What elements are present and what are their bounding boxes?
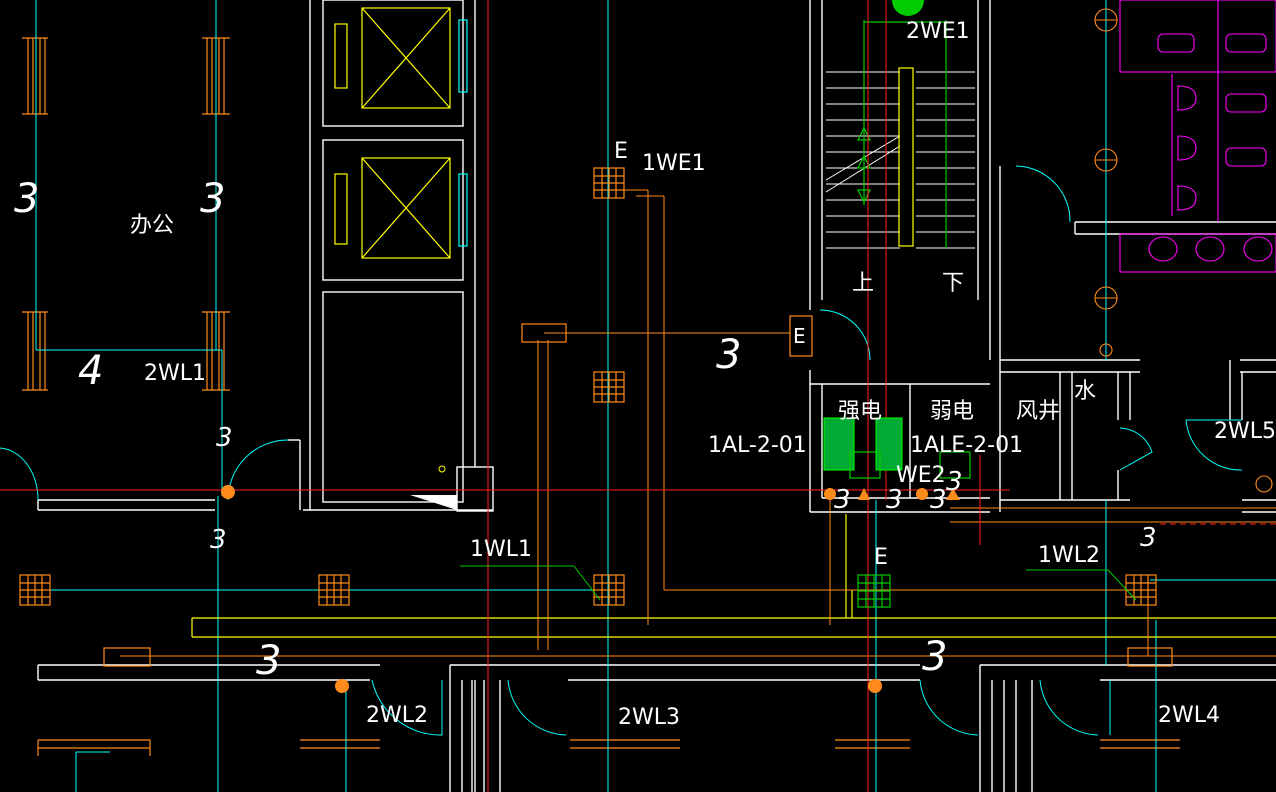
elevator-doors (458, 19, 468, 247)
junction-dot (335, 679, 349, 693)
elevator-shaft-3 (322, 291, 464, 503)
circuit-label-2wl4: 2WL4 (1158, 703, 1220, 728)
handwritten-annotation: 3 (922, 634, 947, 680)
exit-sign-box (789, 315, 813, 357)
handwritten-annotation: 3 (886, 485, 903, 515)
circuit-label-2wl3: 2WL3 (618, 705, 680, 730)
room-label-water: 水 (1074, 379, 1096, 404)
light-fixture (318, 574, 350, 606)
junction-dot (824, 488, 836, 500)
junction-triangle (858, 488, 870, 500)
elevator-cabins (334, 7, 451, 259)
distribution-panels (823, 417, 971, 479)
room-label-weak-elec: 弱电 (930, 399, 974, 424)
toilet-fixtures (1119, 0, 1276, 273)
stair-handrail (898, 67, 914, 247)
handwritten-annotation: 3 (1140, 523, 1157, 553)
riser-symbol (892, 0, 924, 16)
panel-label-1ale: 1ALE-2-01 (910, 433, 1023, 458)
light-fixture (593, 371, 625, 403)
handwritten-annotation: 3 (716, 332, 741, 378)
circuit-label-2wl1: 2WL1 (144, 361, 206, 386)
walls (37, 0, 1276, 792)
room-label-strong-elec: 强电 (838, 399, 882, 424)
circuit-label-1wl1: 1WL1 (470, 537, 532, 562)
stair-arrows (857, 20, 947, 248)
stair-label-up: 上 (852, 271, 874, 296)
green-fixture (857, 574, 891, 608)
junction-dot (916, 488, 928, 500)
small-marker (438, 465, 446, 473)
circuit-label-1wl2: 1WL2 (1038, 543, 1100, 568)
handwritten-annotation: 3 (930, 485, 947, 515)
elevator-shaft-1 (322, 0, 464, 127)
toilet-lights (1094, 8, 1273, 493)
handwritten-annotation: 3 (200, 176, 225, 222)
emergency-light (1127, 647, 1173, 667)
circuit-label-2we1: 2WE1 (906, 19, 970, 44)
handwritten-annotation: 3 (14, 176, 39, 222)
junction-dot (868, 679, 882, 693)
junction-dot (221, 485, 235, 499)
ramp-hatch (410, 495, 457, 510)
light-fixtures (19, 167, 1173, 667)
panel-label-1al: 1AL-2-01 (708, 433, 807, 458)
emergency-light (521, 323, 567, 343)
exit-label-door: E (793, 324, 806, 348)
room-label-office: 办公 (130, 213, 174, 238)
circuit-label-2wl2: 2WL2 (366, 703, 428, 728)
elevator-shaft-2 (322, 139, 464, 281)
handwritten-annotation: 4 (78, 348, 103, 394)
room-label-air-shaft: 风井 (1016, 399, 1060, 424)
window-frames (22, 37, 1180, 756)
circuit-label-2wl5: 2WL5 (1214, 419, 1276, 444)
circuit-label-we2: WE2 (896, 463, 946, 488)
orange-wiring (120, 189, 1276, 657)
handwritten-annotation: 3 (210, 525, 227, 555)
handwritten-annotation: 3 (834, 485, 851, 515)
stair-label-down: 下 (942, 271, 964, 296)
light-fixture (593, 574, 625, 606)
handwritten-annotation: 3 (256, 638, 281, 684)
handwritten-annotation: 3 (216, 423, 233, 453)
light-fixture (593, 167, 625, 199)
light-fixture (19, 574, 51, 606)
exit-label-bottom: E (874, 545, 888, 570)
cable-trunk (191, 514, 1276, 638)
handwritten-annotation: 3 (946, 467, 963, 497)
exit-label-top: E (614, 139, 628, 164)
emergency-light (103, 647, 151, 667)
stair-treads (825, 71, 975, 249)
junction-points (221, 485, 960, 693)
junction-triangle (946, 488, 960, 500)
circuit-label-1we1: 1WE1 (642, 151, 706, 176)
leader-lines (460, 565, 1137, 601)
